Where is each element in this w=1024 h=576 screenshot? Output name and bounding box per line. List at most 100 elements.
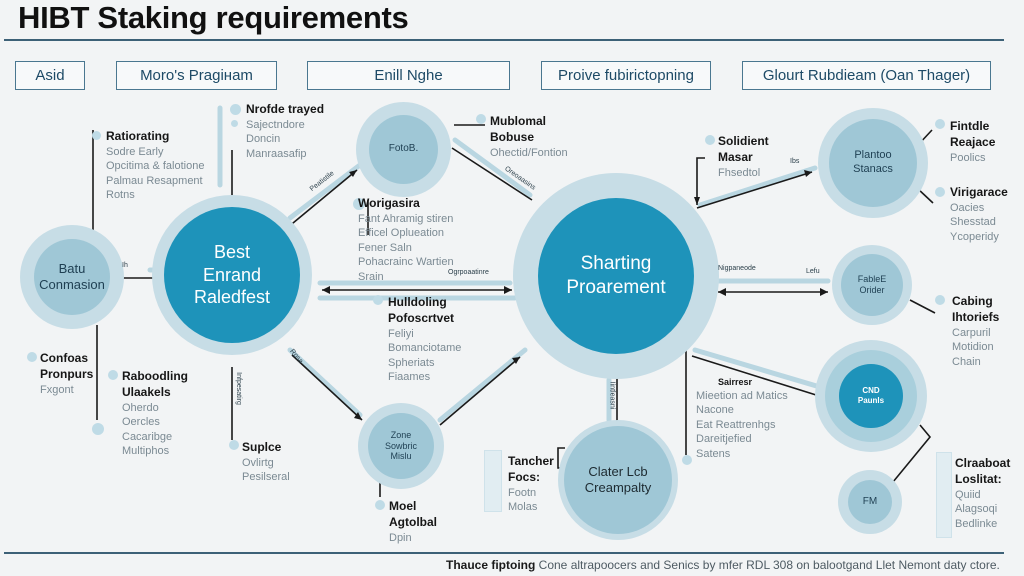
label-fintdle: Fintdle Reajace Poolics <box>950 119 1010 165</box>
label-clraaboat-heading: Clraaboat Loslitat: <box>955 456 1011 486</box>
bullet-icon <box>935 187 945 197</box>
connector-halo <box>287 162 363 221</box>
label-raboodling: Raboodling Ulaakels Oherdo Oercles Cacar… <box>122 369 197 459</box>
connector-line <box>696 157 705 205</box>
bullet-icon <box>231 120 238 127</box>
label-nrofde-trayed: Nrofde trayed Sajectndore Doncin Manraas… <box>246 102 324 161</box>
label-hulldoling-heading: Hulldoling Pofoscrtvet <box>388 295 455 325</box>
node-cnd-line2: Paunls <box>857 396 885 405</box>
node-sharting-line1: Sharting <box>580 253 652 275</box>
label-item: Fant Ahramig stiren <box>358 212 454 225</box>
label-item: Fxgont <box>40 383 74 396</box>
node-clater-line1: Clater Lcb <box>588 463 648 479</box>
label-item: Eat Reattrenhgs <box>696 418 776 431</box>
label-nrofde-heading: Nrofde trayed <box>246 102 325 116</box>
node-best-line3: Raledfest <box>193 287 271 308</box>
label-confoas-heading: Confoas Pronpurs <box>40 351 94 381</box>
node-fotob[interactable]: FotoB. <box>356 102 451 197</box>
label-item: Dareitjefied <box>696 433 752 446</box>
node-zone-line1: Zone <box>390 429 412 440</box>
tab-glourt-rubdieam[interactable]: Glourt Rubdieam (Oan Thager) <box>742 61 991 90</box>
connector-label: Ogrpoaatinre <box>448 269 489 276</box>
label-item: Carpuril <box>952 326 991 339</box>
connector-label: Lefu <box>806 268 820 275</box>
bullet-icon <box>935 295 945 305</box>
tab-enill-nghe[interactable]: Enill Nghe <box>307 61 510 90</box>
node-clater-creampalty[interactable]: Clater Lcb Creampalty <box>558 420 678 540</box>
connector-line <box>291 354 363 421</box>
label-item: Multiphos <box>122 445 170 458</box>
node-fm-label: FM <box>862 495 878 507</box>
node-plantoo-line1: Plantoo <box>854 149 892 162</box>
connector-label: Ih <box>122 262 128 269</box>
node-fotob-label: FotoB. <box>388 143 419 155</box>
label-sairresr-heading: Sairresr <box>718 377 753 387</box>
connector-label: Oreoaasins <box>503 165 537 192</box>
arrowhead <box>820 288 828 296</box>
arrowhead <box>804 170 812 177</box>
tab-moros-pragiham[interactable]: Moro's Pragiнam <box>116 61 277 90</box>
bullet-icon <box>108 370 118 380</box>
bullet-icon <box>92 423 104 435</box>
node-fm[interactable]: FM <box>838 470 902 534</box>
label-moel: Moel Agtolbal Dpin <box>389 499 449 545</box>
tancher-icon-strip <box>484 450 502 512</box>
footer-note: Thauce fiptoing Cone altrapoocers and Se… <box>446 558 1000 572</box>
bullet-icon <box>375 500 385 510</box>
label-item: Bedlinke <box>955 517 998 530</box>
label-item: Sodre Early <box>106 145 164 158</box>
bullet-icon <box>353 198 365 210</box>
label-item: Molas <box>508 501 538 514</box>
label-solidient-heading: Solidient Masar <box>718 134 769 164</box>
arrowhead <box>694 197 700 205</box>
node-fable-line1: FableE <box>857 273 887 284</box>
connector-label: Ibs <box>790 158 800 165</box>
label-item: Ycoperidy <box>950 230 999 243</box>
arrowhead <box>718 288 726 296</box>
node-plantoo-stanacs[interactable]: Plantoo Stanacs <box>818 108 928 218</box>
label-item: Fener Saln <box>358 241 412 254</box>
node-batu-line1: Batu <box>58 260 86 276</box>
tab-asid[interactable]: Asid <box>15 61 85 90</box>
label-item: Palmau Resapment <box>106 174 203 187</box>
label-item: Dpin <box>389 531 412 544</box>
label-confoas: Confoas Pronpurs Fxgont <box>40 351 100 397</box>
label-mublomal: Mublomal Bobuse Ohectid/Fontion <box>490 114 580 160</box>
label-item: Oherdo <box>122 401 159 414</box>
bullet-icon <box>92 131 101 140</box>
label-fintdle-heading: Fintdle Reajace <box>950 119 996 149</box>
bullet-icon <box>27 352 37 362</box>
label-item: Sajectndore <box>246 118 305 131</box>
label-item: Spheriats <box>388 356 435 369</box>
node-zone-sowbric[interactable]: Zone Sowbric Mislu <box>358 403 444 489</box>
node-best-enrand[interactable]: Best Enrand Raledfest <box>152 195 312 355</box>
tab-proive[interactable]: Proive fubirictopning <box>541 61 711 90</box>
bullet-icon <box>705 135 715 145</box>
connector-label: Infpesatirg <box>234 372 242 405</box>
label-item: Doncin <box>246 133 281 146</box>
node-fable-line2: Orider <box>859 285 885 295</box>
node-sharting-proarement[interactable]: Sharting Proarement <box>513 173 719 379</box>
bullet-icon <box>229 440 239 450</box>
footer-divider <box>4 552 1004 554</box>
label-item: Ovlirtg <box>242 456 274 469</box>
bullet-icon <box>476 114 486 124</box>
label-item: Poolics <box>950 151 986 164</box>
node-plantoo-line2: Stanacs <box>853 163 893 175</box>
node-fable-orider[interactable]: FableE Orider <box>832 245 912 325</box>
label-worigasira-heading: Worigasira <box>358 196 420 210</box>
connector-label: Nigpaneode <box>718 265 756 272</box>
label-item: Rotns <box>106 189 135 202</box>
label-solidient: Solidient Masar Fhsedtol <box>718 134 788 180</box>
label-tancher: Tancher Focs: Footn Molas <box>508 454 554 515</box>
bullet-icon <box>682 455 692 465</box>
label-item: Pesilseral <box>242 471 290 484</box>
label-ratiorating-heading: Ratiorating <box>106 129 170 143</box>
node-cnd-paunls[interactable]: CND Paunls <box>815 340 927 452</box>
node-batu-conmasion[interactable]: Batu Conmasion <box>20 225 124 329</box>
label-virigarace-heading: Virigarace <box>950 185 1008 199</box>
node-batu-line2: Conmasion <box>39 277 105 292</box>
bullet-icon <box>373 295 383 305</box>
label-mublomal-heading: Mublomal Bobuse <box>490 114 546 144</box>
arrowhead <box>512 357 520 364</box>
